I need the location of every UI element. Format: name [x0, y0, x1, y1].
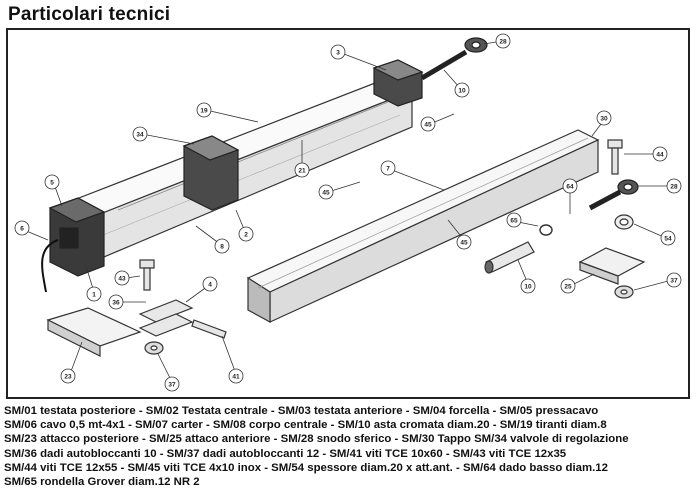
callout-c44	[652, 146, 668, 162]
callout-c45b	[318, 184, 334, 200]
rear-attachment-plate	[46, 307, 142, 357]
callout-label: 65	[510, 218, 518, 225]
callout-c19	[196, 102, 212, 118]
callout-c37a	[666, 272, 682, 288]
rod-end-28b	[588, 179, 639, 211]
callout-label: 2	[244, 232, 248, 239]
callouts	[14, 33, 682, 392]
callout-label: 4	[208, 282, 212, 289]
page-title: Particolari tecnici	[8, 4, 171, 25]
callout-label: 7	[386, 166, 390, 173]
callout-c3	[330, 44, 346, 60]
callout-label: 25	[564, 284, 572, 291]
callout-label: 34	[136, 132, 144, 139]
callout-label: 36	[112, 300, 120, 307]
cable	[41, 239, 59, 293]
actuator-body	[64, 77, 414, 263]
exploded-diagram: 3 28 10 19 45 30 34 21 44 7 5 45 64 28 2…	[14, 33, 682, 392]
callout-c10a	[454, 82, 470, 98]
callout-c34	[132, 126, 148, 142]
callout-label: 30	[600, 116, 608, 123]
central-head	[182, 135, 240, 211]
callout-label: 41	[232, 374, 240, 381]
callout-c8	[214, 238, 230, 254]
legend-line: SM/36 dadi autobloccanti 10 - SM/37 dadi…	[4, 447, 567, 460]
legend-line: SM/65 rondella Grover diam.12 NR 2	[4, 476, 200, 489]
callout-labels: 3 28 10 19 45 30 34 21 44 7 5 45 64 28 2…	[20, 39, 678, 389]
rod-cromata	[484, 241, 535, 274]
callout-label: 10	[458, 88, 466, 95]
legend-line: SM/01 testata posteriore - SM/02 Testata…	[4, 405, 599, 417]
callout-c1	[86, 286, 102, 302]
callout-c23	[60, 368, 76, 384]
carter	[246, 129, 600, 324]
callout-c41	[228, 368, 244, 384]
nut-37b	[144, 341, 164, 355]
callout-label: 28	[670, 184, 678, 191]
callout-label: 8	[220, 244, 224, 251]
callout-label: 21	[298, 168, 306, 175]
front-attachment-plate	[578, 247, 646, 285]
callout-label: 5	[50, 180, 54, 187]
callout-c25	[560, 278, 576, 294]
callout-label: 45	[322, 190, 330, 197]
callout-label: 23	[64, 374, 72, 381]
callout-c4a	[202, 276, 218, 292]
rod-end-top	[420, 37, 488, 81]
callout-label: 45	[460, 240, 468, 247]
callout-label: 37	[670, 278, 678, 285]
legend-line: SM/23 attacco posteriore - SM/25 attaco …	[4, 433, 629, 446]
callout-c54	[660, 230, 676, 246]
callout-label: 37	[168, 382, 176, 389]
callout-c7	[380, 160, 396, 176]
rear-head	[48, 197, 106, 277]
callout-label: 1	[92, 292, 96, 299]
parts-legend: SM/01 testata posteriore - SM/02 Testata…	[4, 404, 696, 489]
callout-c10b	[520, 278, 536, 294]
callout-c65	[506, 212, 522, 228]
callout-c30	[596, 110, 612, 126]
nut-37a	[614, 285, 634, 299]
callout-label: 64	[566, 184, 574, 191]
callout-label: 45	[424, 122, 432, 129]
exploded-diagram-frame: 3 28 10 19 45 30 34 21 44 7 5 45 64 28 2…	[6, 28, 690, 399]
callout-c36	[108, 294, 124, 310]
callout-label: 44	[656, 152, 664, 159]
screw-41	[191, 319, 227, 339]
callout-label: 10	[524, 284, 532, 291]
bolt-44	[607, 139, 623, 175]
callout-c5	[44, 174, 60, 190]
spacer-54	[614, 214, 634, 230]
callout-c64	[562, 178, 578, 194]
callout-label: 43	[118, 276, 126, 283]
callout-c43	[114, 270, 130, 286]
callout-label: 6	[20, 226, 24, 233]
legend-line: SM/06 cavo 0,5 mt-4x1 - SM/07 carter - S…	[4, 419, 607, 432]
callout-label: 19	[200, 108, 208, 115]
callout-c21	[294, 162, 310, 178]
callout-label: 3	[336, 50, 340, 57]
legend-line: SM/44 viti TCE 12x55 - SM/45 viti TCE 4x…	[4, 461, 608, 474]
callout-label: 54	[664, 236, 672, 243]
callout-c6	[14, 220, 30, 236]
callout-c45a	[420, 116, 436, 132]
front-head	[372, 59, 424, 107]
washer-65	[539, 224, 553, 236]
fork	[138, 299, 194, 337]
callout-label: 28	[499, 39, 507, 46]
callout-c37b	[164, 376, 180, 392]
callout-c45c	[456, 234, 472, 250]
bolt-43	[139, 259, 155, 291]
callout-c28b	[666, 178, 682, 194]
callout-c2	[238, 226, 254, 242]
callout-c28a	[495, 33, 511, 49]
